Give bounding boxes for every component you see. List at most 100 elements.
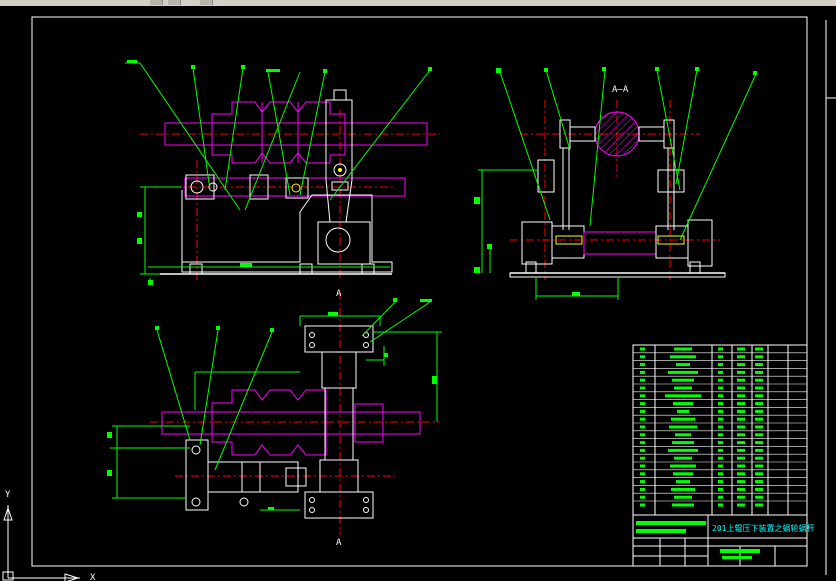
parts-cell-mark [755,378,763,382]
parts-cell-mark [640,378,645,382]
drawing-title: 201上辊压下装置之蜗轮蜗杆 [712,523,814,533]
parts-cell-mark [670,464,696,468]
parts-cell-mark [718,347,723,351]
parts-cell-mark [676,363,690,367]
parts-cell-mark [640,472,645,476]
parts-cell-mark [640,495,645,499]
parts-cell-mark [640,386,645,390]
parts-cell-mark [755,409,763,413]
parts-cell-mark [674,386,692,390]
parts-cell-mark [737,464,745,468]
ucs-axis-icon: Y X [2,490,96,581]
parts-cell-mark [718,456,723,460]
parts-cell-mark [718,363,723,367]
parts-cell-mark [640,456,645,460]
cad-drawing-canvas[interactable]: A—A A A [0,6,836,581]
top-bearing-block [304,325,374,353]
parts-cell-mark [671,487,695,491]
section-label: A—A [612,85,629,95]
parts-cell-mark [640,480,645,484]
parts-cell-mark [640,487,645,491]
axis-x-label: X [90,573,96,581]
parts-cell-mark [737,394,745,398]
parts-cell-mark [718,464,723,468]
parts-cell-mark [755,355,763,359]
top-view: A A [107,289,442,548]
roller-shaft [164,122,428,146]
parts-cell-mark [737,433,745,437]
parts-cell-mark [737,386,745,390]
parts-cell-mark [675,433,691,437]
parts-cell-mark [737,363,745,367]
parts-cell-mark [718,402,723,406]
parts-cell-mark [718,487,723,491]
parts-cell-mark [737,370,745,374]
parts-cell-mark [640,441,645,445]
parts-cell-mark [737,355,745,359]
parts-cell-mark [673,402,693,406]
parts-cell-mark [755,441,763,445]
parts-cell-mark [737,347,745,351]
parts-cell-mark [640,433,645,437]
parts-cell-mark [718,370,723,374]
parts-cell-mark [755,370,763,374]
toolbar-strip [0,0,836,6]
parts-cell-mark [673,472,693,476]
parts-cell-mark [640,347,645,351]
parts-cell-mark [668,448,698,452]
parts-cell-mark [755,363,763,367]
parts-cell-mark [718,386,723,390]
parts-cell-mark [668,370,698,374]
top-worm-wheel [211,389,327,456]
layout-icon[interactable] [200,0,213,5]
parts-cell-mark [640,503,645,507]
axis-y-label: Y [5,490,11,500]
parts-cell-mark [718,425,723,429]
parts-cell-mark [737,503,745,507]
title-block: 201上辊压下装置之蜗轮蜗杆 [632,514,814,567]
parts-cell-mark [640,370,645,374]
parts-cell-mark [737,417,745,421]
parts-cell-mark [737,448,745,452]
parts-cell-mark [669,425,697,429]
parts-cell-mark [640,425,645,429]
parts-cell-mark [674,456,692,460]
parts-cell-mark [755,448,763,452]
parts-cell-mark [737,409,745,413]
side-worm-shaft [583,231,657,255]
parts-cell-mark [718,417,723,421]
parts-cell-mark [640,464,645,468]
parts-cell-mark [718,448,723,452]
parts-cell-mark [674,495,692,499]
parts-cell-mark [665,394,701,398]
parts-cell-mark [677,409,689,413]
parts-cell-mark [718,495,723,499]
parts-cell-mark [737,402,745,406]
layer-icon[interactable] [150,0,163,5]
parts-cell-mark [755,394,763,398]
parts-cell-mark [670,355,696,359]
lever-arm [325,99,353,223]
parts-cell-mark [640,448,645,452]
parts-cell-mark [640,402,645,406]
parts-cell-mark [718,441,723,445]
cut-label-bottom: A [336,538,342,548]
parts-cell-mark [671,417,695,421]
parts-cell-mark [640,355,645,359]
parts-cell-mark [718,378,723,382]
front-housing [181,190,393,273]
parts-cell-mark [755,433,763,437]
roller-cross-section [594,111,640,157]
parts-cell-mark [755,425,763,429]
properties-icon[interactable] [168,0,181,5]
parts-cell-mark [640,409,645,413]
parts-cell-mark [737,480,745,484]
side-housing-left [521,221,553,265]
side-section-view: A—A [474,67,757,300]
parts-cell-mark [737,441,745,445]
parts-cell-mark [674,347,692,351]
parts-cell-mark [672,503,694,507]
parts-cell-mark [718,480,723,484]
parts-cell-mark [718,503,723,507]
parts-cell-mark [672,441,694,445]
